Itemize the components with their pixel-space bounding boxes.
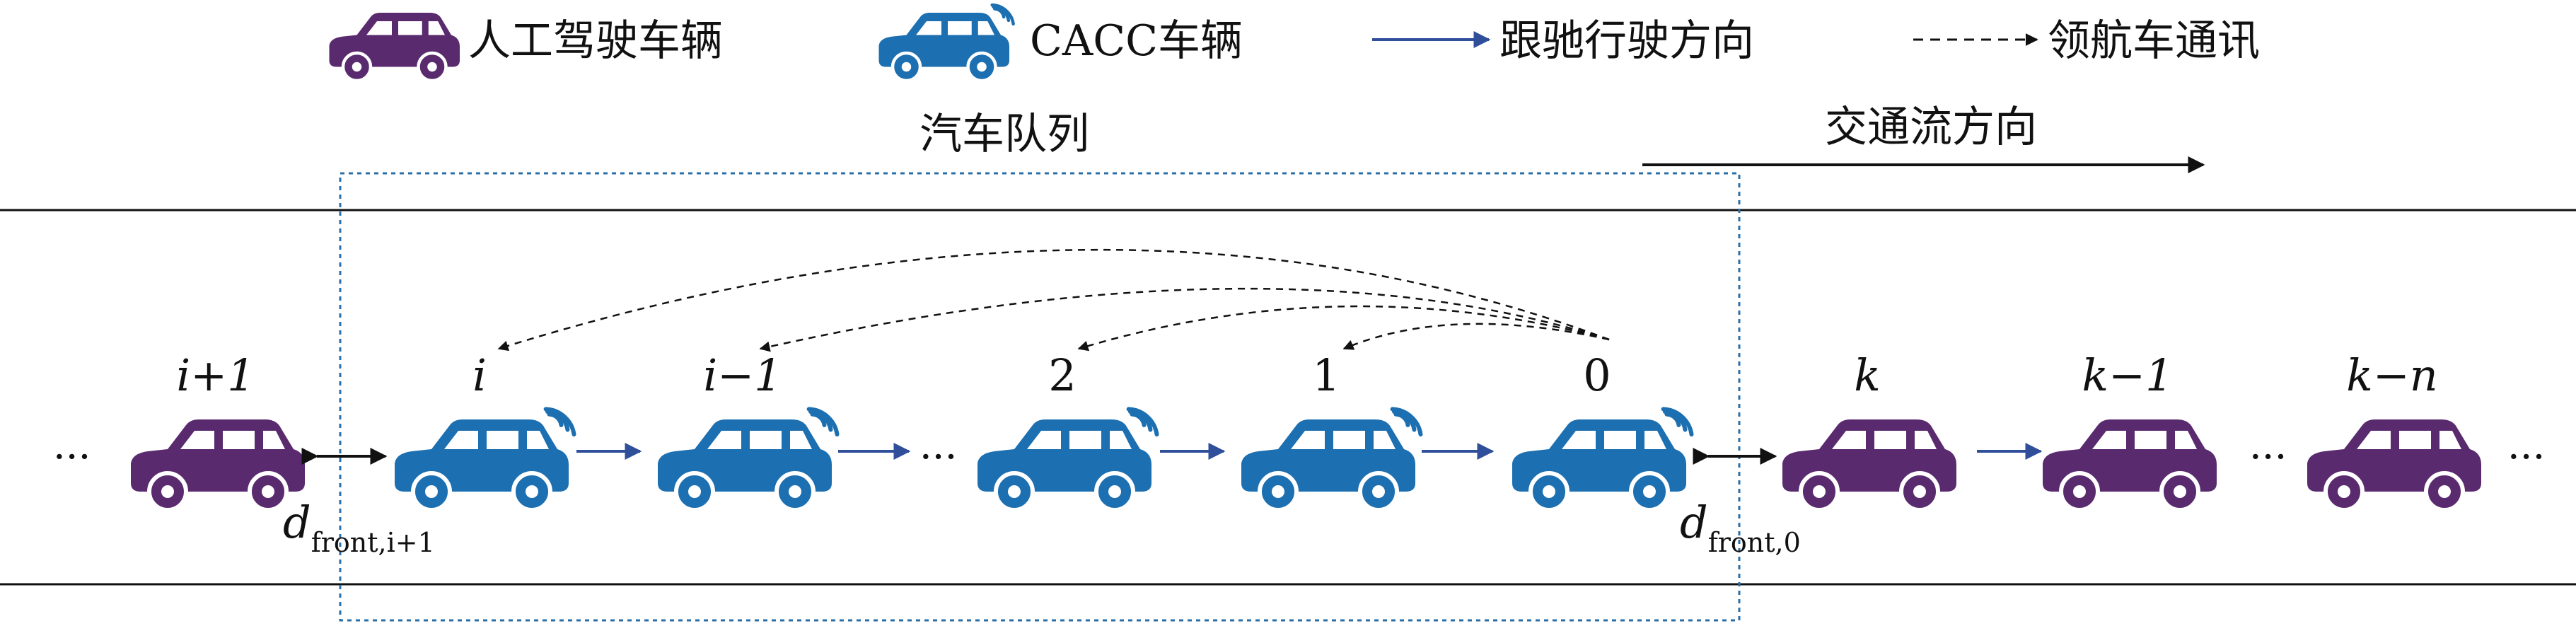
vehicle-label: i−1 bbox=[703, 349, 782, 401]
vehicle-cacc bbox=[395, 407, 576, 512]
platoon-box bbox=[339, 172, 1741, 622]
vehicle-manual bbox=[1782, 419, 1956, 512]
vehicle-label: k−n bbox=[2346, 349, 2437, 401]
legend: 人工驾驶车辆 CACC车辆 跟驰行驶方向 领航车通讯 bbox=[329, 3, 2260, 83]
gap-label-front: dfront,0 bbox=[1680, 497, 1801, 558]
ellipsis-right-1: ··· bbox=[2249, 434, 2287, 480]
vehicle-cacc bbox=[1241, 407, 1423, 512]
vehicle-manual bbox=[131, 419, 305, 512]
comm-arc-to-i-1 bbox=[759, 287, 1610, 352]
manual-car-icon bbox=[329, 13, 460, 83]
vehicle-label: 1 bbox=[1312, 349, 1340, 401]
legend-comm-label: 领航车通讯 bbox=[2048, 16, 2260, 66]
gap-label-rear: dfront,i+1 bbox=[283, 497, 435, 558]
vehicle-label: 2 bbox=[1048, 349, 1076, 401]
vehicle-label: i bbox=[472, 349, 487, 401]
ellipsis-left: ··· bbox=[53, 434, 91, 480]
comm-arc-to-i bbox=[497, 248, 1610, 352]
legend-manual-label: 人工驾驶车辆 bbox=[468, 16, 723, 66]
ellipsis-right-2: ··· bbox=[2507, 434, 2545, 480]
vehicle-label: i+1 bbox=[176, 349, 255, 401]
comm-arc-to-1 bbox=[1342, 323, 1610, 350]
vehicle-cacc bbox=[1512, 407, 1694, 512]
legend-follow-label: 跟驰行驶方向 bbox=[1499, 16, 1754, 66]
vehicle-cacc bbox=[658, 407, 840, 512]
comm-arc-to-2 bbox=[1077, 305, 1610, 352]
ellipsis-mid: ··· bbox=[919, 434, 957, 480]
leader-comm-arcs bbox=[497, 248, 1610, 352]
vehicle-cacc bbox=[977, 407, 1159, 512]
vehicle-manual bbox=[2307, 419, 2481, 512]
legend-cacc-label: CACC车辆 bbox=[1030, 16, 1243, 66]
vehicle-label: k bbox=[1854, 349, 1881, 401]
vehicle-label: 0 bbox=[1583, 349, 1611, 401]
cacc-car-icon bbox=[878, 3, 1015, 83]
platoon-label: 汽车队列 bbox=[919, 110, 1089, 159]
traffic-direction-label: 交通流方向 bbox=[1825, 103, 2037, 152]
vehicles-layer: i+1 i i−1 2 1 0 k k−1 k−n bbox=[131, 349, 2481, 512]
vehicle-manual bbox=[2043, 419, 2217, 512]
vehicle-label: k−1 bbox=[2082, 349, 2174, 401]
